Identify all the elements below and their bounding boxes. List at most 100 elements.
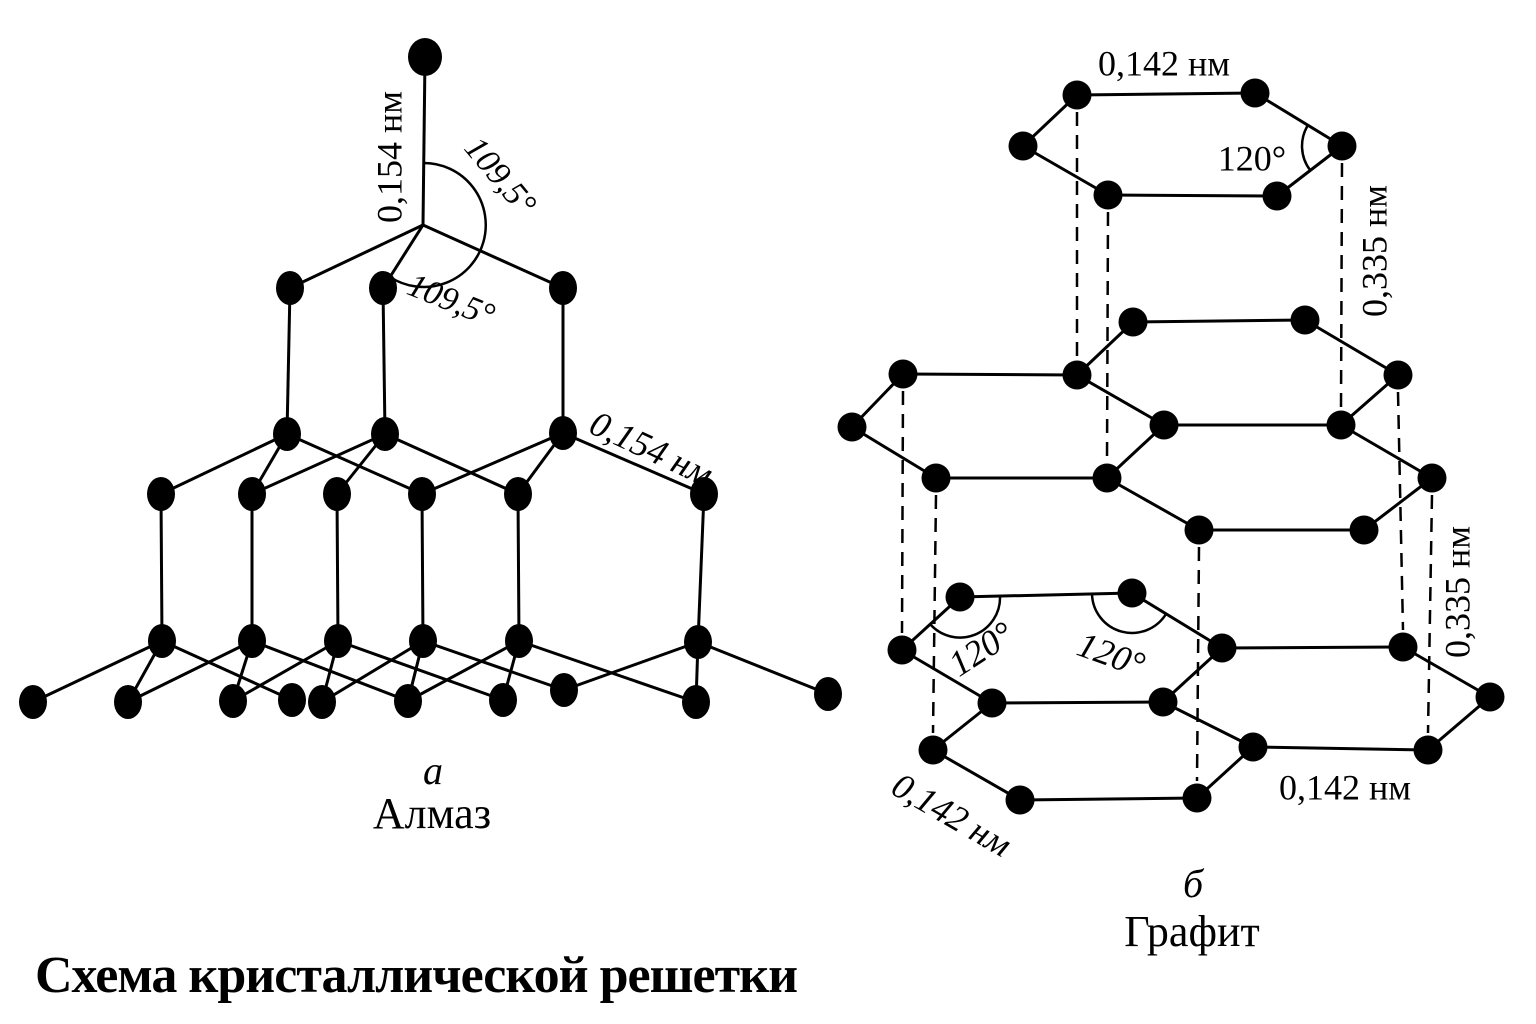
graphite-label: 0,142 нм [1098, 43, 1230, 83]
diamond-carbon-atom [550, 673, 578, 707]
diamond-carbon-atom [323, 477, 351, 511]
diamond-bond [563, 640, 699, 692]
diamond-carbon-atom [394, 684, 422, 718]
graphite-carbon-atom [1062, 360, 1092, 390]
graphite-bond [901, 648, 993, 705]
diamond-label: 0,154 нм [584, 403, 720, 495]
graphite-carbon-atom [887, 635, 917, 665]
diamond-carbon-atom [684, 625, 712, 659]
graphite-carbon-atom [1092, 463, 1122, 493]
graphite-carbon-atom [1149, 410, 1179, 440]
graphite-bond [902, 372, 1078, 377]
graphite-bond [1131, 591, 1223, 650]
diamond-carbon-atom [369, 271, 397, 305]
diamond-bond [696, 493, 706, 643]
diamond-bond [232, 639, 339, 703]
diamond-bond [421, 56, 427, 226]
figure-title: Схема кристаллической решетки [35, 947, 798, 1004]
graphite-carbon-atom [1093, 180, 1123, 210]
diamond-carbon-atom [371, 417, 399, 451]
graphite-interlayer-dashed-bond [1339, 162, 1344, 409]
graphite-label: 0,335 нм [1354, 185, 1394, 317]
graphite-carbon-atom [945, 582, 975, 612]
diamond-bond [285, 287, 292, 435]
graphite-label: 0,142 нм [1279, 767, 1411, 807]
diamond-carbon-atom [324, 624, 352, 658]
graphite-carbon-atom [1413, 735, 1443, 765]
diamond-label: Алмаз [373, 789, 491, 838]
diamond-carbon-atom [549, 416, 577, 450]
diamond-carbon-atom [238, 624, 266, 658]
graphite-carbon-atom [1388, 632, 1418, 662]
graphite-bond [1304, 318, 1399, 377]
diamond-carbon-atom [278, 683, 306, 717]
diamond-bond [381, 287, 387, 435]
diamond-bond [286, 432, 423, 496]
graphite-bond [1076, 373, 1165, 427]
graphite-carbon-atom [1290, 305, 1320, 335]
graphite-carbon-atom [1262, 181, 1292, 211]
graphite-carbon-atom [1118, 307, 1148, 337]
graphite-bond [1221, 645, 1404, 650]
graphite-bond [851, 425, 937, 480]
diamond-carbon-atom [682, 685, 710, 719]
graphite-carbon-atom [918, 735, 948, 765]
graphite-carbon-atom [1238, 732, 1268, 762]
graphite-bond [1132, 318, 1306, 324]
diamond-carbon-atom [238, 477, 266, 511]
diamond-carbon-atom [219, 684, 247, 718]
graphite-carbon-atom [1240, 78, 1270, 108]
diamond-bond [335, 493, 340, 642]
graphite-angle-arc [929, 595, 1002, 639]
diamond-bond [161, 639, 293, 702]
graphite-carbon-atom [1008, 131, 1038, 161]
diamond-bond [562, 431, 705, 496]
diamond-carbon-atom [408, 38, 442, 76]
graphite-bond [1076, 91, 1256, 97]
graphite-carbon-atom [1184, 515, 1214, 545]
graphite-bond [1019, 796, 1198, 802]
graphite-carbon-atom [1349, 515, 1379, 545]
graphite-bond [959, 591, 1133, 599]
graphite-interlayer-dashed-bond [900, 390, 905, 634]
graphite-bond [1252, 745, 1429, 752]
diamond-bond [127, 639, 253, 704]
diamond-bond [422, 639, 565, 692]
graphite-carbon-atom [1417, 463, 1447, 493]
diamond-bond [407, 639, 520, 703]
diamond-angle-arc [389, 161, 487, 289]
graphite-label: 120° [941, 613, 1020, 684]
diamond-bond [422, 223, 564, 290]
graphite-carbon-atom [888, 359, 918, 389]
graphite-angle-arc [1090, 593, 1168, 635]
diamond-carbon-atom [690, 477, 718, 511]
diamond-bond [289, 223, 424, 290]
graphite-bond [1402, 645, 1491, 699]
diamond-bond [159, 493, 164, 642]
graphite-bond [991, 700, 1164, 705]
diamond-label: а [423, 748, 443, 793]
graphite-label: б [1183, 861, 1205, 906]
graphite-bond [1107, 193, 1278, 198]
diamond-carbon-atom [408, 477, 436, 511]
diamond-carbon-atom [19, 685, 47, 719]
diamond-carbon-atom [409, 624, 437, 658]
graphite-carbon-atom [1117, 578, 1147, 608]
diamond-carbon-atom [273, 417, 301, 451]
diamond-carbon-atom [308, 685, 336, 719]
graphite-bond [1340, 423, 1433, 480]
diamond-carbon-atom [504, 477, 532, 511]
diamond-bond [32, 639, 163, 704]
graphite-bond [1254, 91, 1343, 148]
graphite-interlayer-dashed-bond [1396, 391, 1405, 631]
diamond-label: 0,154 нм [369, 91, 409, 223]
diamond-bond [421, 431, 564, 496]
graphite-carbon-atom [837, 412, 867, 442]
graphite-carbon-atom [1207, 633, 1237, 663]
diamond-label: 109,5° [402, 266, 500, 334]
graphite-carbon-atom [1383, 360, 1413, 390]
graphite-label: 0,335 нм [1437, 526, 1477, 658]
diamond-carbon-atom [114, 685, 142, 719]
